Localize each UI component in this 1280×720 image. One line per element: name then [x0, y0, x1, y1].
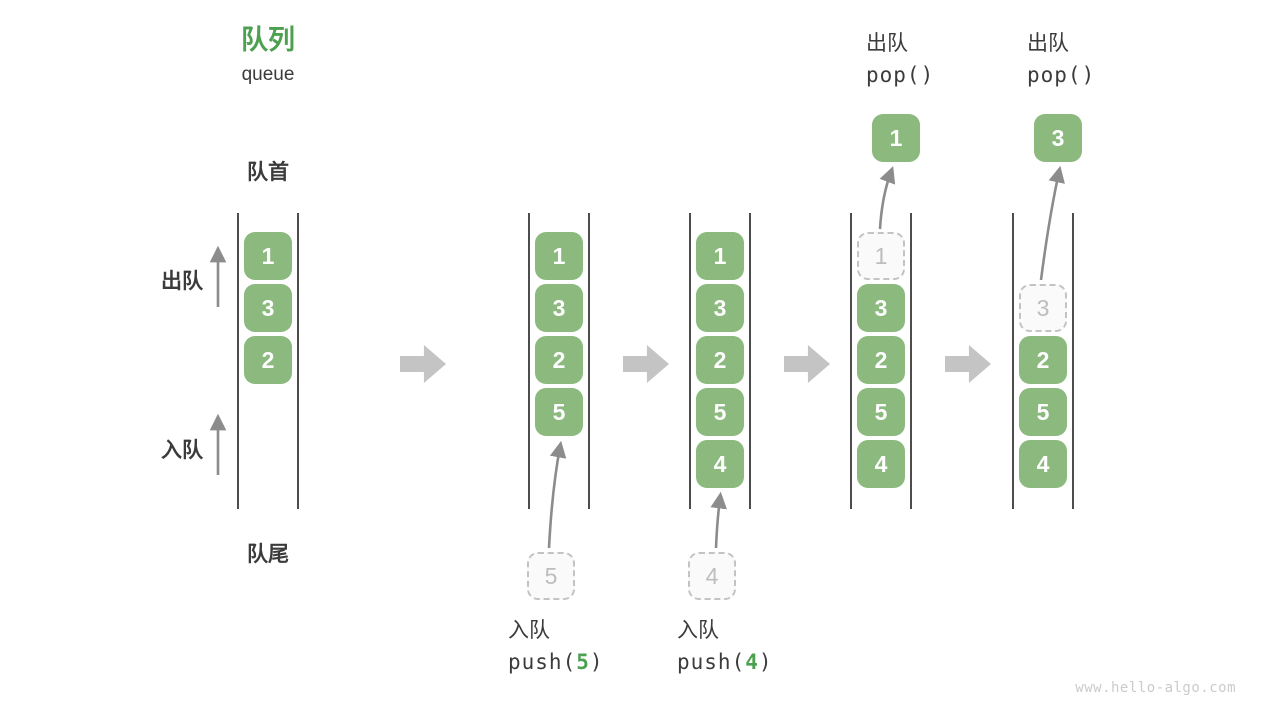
queue-element-popped: 3 — [1034, 114, 1082, 162]
pop-3-code-label: pop() — [1027, 63, 1096, 87]
queue-element-removed: 1 — [857, 232, 905, 280]
queue-element-incoming: 5 — [527, 552, 575, 600]
push-4-cn-label: 入队 — [677, 619, 719, 642]
queue-channel-state-3 — [689, 213, 751, 509]
state-transition-arrow-icon — [400, 345, 446, 383]
queue-element: 5 — [535, 388, 583, 436]
queue-element: 1 — [244, 232, 292, 280]
state-transition-arrow-icon — [784, 345, 830, 383]
queue-element: 3 — [535, 284, 583, 332]
pop-1-code-label: pop() — [866, 63, 935, 87]
queue-element: 3 — [244, 284, 292, 332]
queue-element: 2 — [696, 336, 744, 384]
queue-element: 2 — [857, 336, 905, 384]
queue-element: 4 — [696, 440, 744, 488]
push-4-code-label: push(4) — [677, 650, 773, 674]
queue-element-removed: 3 — [1019, 284, 1067, 332]
queue-element: 2 — [1019, 336, 1067, 384]
queue-element: 2 — [535, 336, 583, 384]
push-4-operation-label: 入队 push(4) — [677, 620, 773, 673]
queue-element: 3 — [696, 284, 744, 332]
queue-channel-state-1 — [237, 213, 299, 509]
pop-3-cn-label: 出队 — [1027, 32, 1069, 55]
dequeue-side-label: 出队 — [161, 270, 203, 293]
queue-element: 1 — [696, 232, 744, 280]
queue-front-label: 队首 — [247, 161, 289, 184]
queue-element: 4 — [857, 440, 905, 488]
pop-3-operation-label: 出队 pop() — [1027, 33, 1095, 86]
queue-element: 5 — [1019, 388, 1067, 436]
state-transition-arrow-icon — [945, 345, 991, 383]
enqueue-side-label: 入队 — [161, 439, 203, 462]
watermark: www.hello-algo.com — [1075, 680, 1236, 696]
state-transition-arrow-icon — [623, 345, 669, 383]
queue-element: 5 — [696, 388, 744, 436]
queue-element: 5 — [857, 388, 905, 436]
queue-rear-label: 队尾 — [247, 543, 289, 566]
queue-element: 4 — [1019, 440, 1067, 488]
queue-element: 3 — [857, 284, 905, 332]
title-block: 队列 queue — [218, 24, 318, 86]
page-subtitle: queue — [241, 63, 295, 85]
pop-1-operation-label: 出队 pop() — [866, 33, 934, 86]
queue-channel-state-2 — [528, 213, 590, 509]
queue-element-popped: 1 — [872, 114, 920, 162]
queue-element: 2 — [244, 336, 292, 384]
push-5-code-label: push(5) — [508, 650, 604, 674]
pop-1-cn-label: 出队 — [866, 32, 908, 55]
push-5-cn-label: 入队 — [508, 619, 550, 642]
queue-channel-state-4 — [850, 213, 912, 509]
push-5-operation-label: 入队 push(5) — [508, 620, 604, 673]
page-title: 队列 — [241, 25, 295, 55]
queue-element: 1 — [535, 232, 583, 280]
queue-element-incoming: 4 — [688, 552, 736, 600]
queue-channel-state-5 — [1012, 213, 1074, 509]
